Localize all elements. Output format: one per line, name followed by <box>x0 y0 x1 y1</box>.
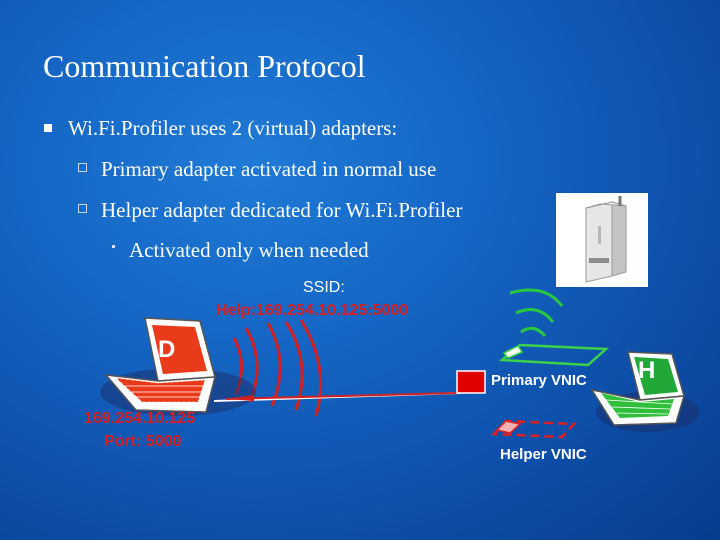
helper-link-line <box>213 392 461 402</box>
ip-address: 169.254.10.125 <box>84 410 196 427</box>
hollow-square-bullet-icon <box>78 204 87 213</box>
router-signal-icon <box>509 288 564 338</box>
ssid-value: Help:169.254.10.125:5000 <box>216 302 409 319</box>
square-bullet-icon <box>44 124 52 132</box>
primary-network-card-icon <box>498 343 610 367</box>
bullet-level3: Activated only when needed <box>112 238 369 263</box>
bullet-text: Helper adapter dedicated for Wi.Fi.Profi… <box>101 198 463 222</box>
bullet-level1: Wi.Fi.Profiler uses 2 (virtual) adapters… <box>44 116 397 141</box>
port-number: Port: 5000 <box>104 433 182 450</box>
endpoint-marker <box>456 370 486 394</box>
wifi-router-icon <box>556 193 648 287</box>
dot-bullet-icon <box>112 245 115 248</box>
laptop-green-icon <box>590 351 700 432</box>
helper-network-card-icon <box>491 419 577 439</box>
slide-title: Communication Protocol <box>43 48 366 84</box>
bullet-text: Activated only when needed <box>129 238 369 262</box>
node-h-label: H <box>638 357 656 384</box>
bullet-level2: Primary adapter activated in normal use <box>78 157 436 182</box>
primary-vnic-label: Primary VNIC <box>491 372 587 389</box>
bullet-text: Wi.Fi.Profiler uses 2 (virtual) adapters… <box>68 116 398 140</box>
hollow-square-bullet-icon <box>78 163 87 172</box>
helper-vnic-label: Helper VNIC <box>500 446 587 463</box>
laptop-red-icon <box>100 317 256 416</box>
node-d-label: D <box>158 336 176 363</box>
ssid-label: SSID: <box>303 279 345 296</box>
bullet-level2: Helper adapter dedicated for Wi.Fi.Profi… <box>78 198 462 223</box>
bullet-text: Primary adapter activated in normal use <box>101 157 437 181</box>
